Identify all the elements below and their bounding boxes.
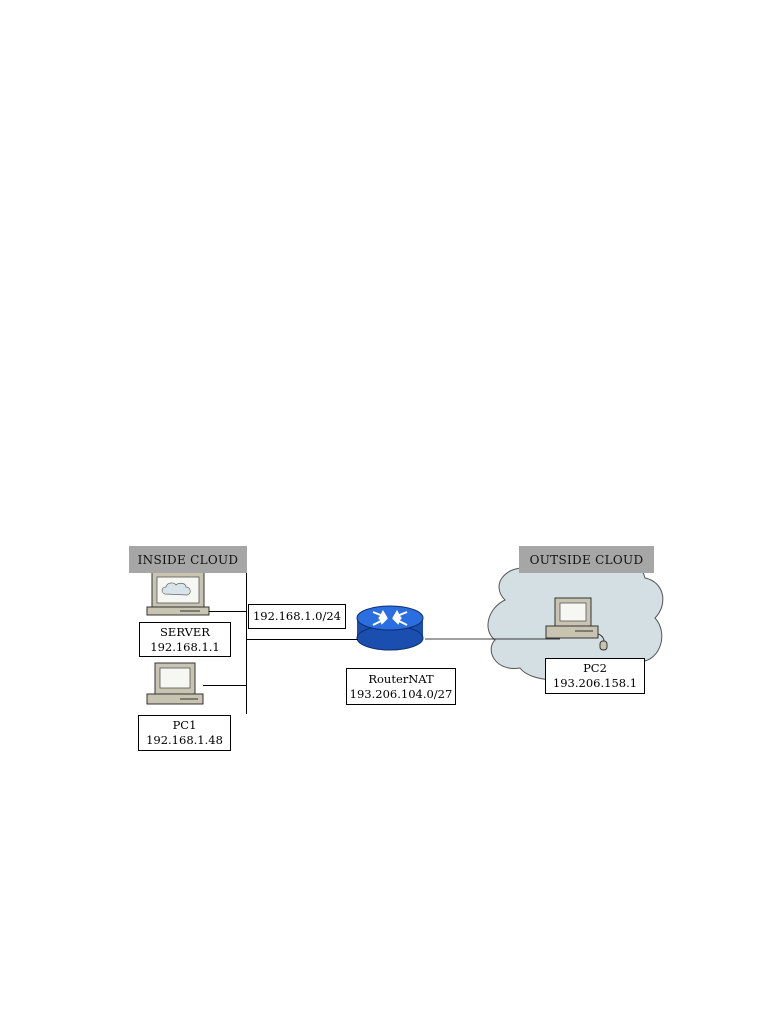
pc1-ip: 192.168.1.48 [146, 733, 223, 747]
outside-cloud-header: OUTSIDE CLOUD [519, 546, 654, 573]
pc1-name: PC1 [172, 718, 197, 732]
pc2-ip: 193.206.158.1 [552, 676, 638, 690]
subnet-label: 192.168.1.0/24 [248, 604, 346, 629]
server-ip: 192.168.1.1 [150, 639, 220, 654]
link-pc1-bus [203, 685, 247, 686]
router-ip: 193.206.104.0/27 [349, 686, 453, 701]
pc2-label: PC2 193.206.158.1 [545, 658, 645, 694]
router-icon [356, 605, 424, 651]
server-icon [146, 571, 210, 616]
server-label: SERVER 192.168.1.1 [139, 622, 231, 657]
subnet-text: 192.168.1.0/24 [252, 609, 341, 623]
inside-bus-line [246, 572, 247, 714]
pc1-icon [146, 662, 204, 705]
pc2-name: PC2 [583, 661, 607, 675]
inside-cloud-header: INSIDE CLOUD [129, 546, 247, 573]
router-name: RouterNAT [368, 671, 434, 686]
router-label: RouterNAT 193.206.104.0/27 [346, 668, 456, 705]
link-bus-router [246, 639, 358, 640]
server-name: SERVER [160, 624, 210, 639]
pc1-label: PC1 192.168.1.48 [138, 715, 231, 751]
pc2-icon [545, 597, 608, 651]
link-server-bus [209, 611, 247, 612]
